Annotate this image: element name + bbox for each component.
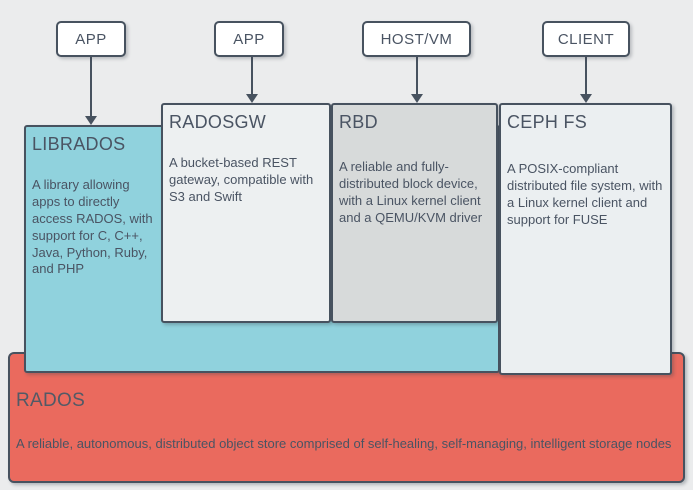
connector-client-to-cephfs [580,57,592,103]
connector-app2-to-radosgw [246,57,258,103]
arrowhead-down-icon [580,94,592,103]
rados-title: RADOS [16,390,86,411]
arrowhead-down-icon [246,94,258,103]
node-app-2: APP [214,21,284,57]
cephfs-box: CEPH FS A POSIX-compliant distributed fi… [499,103,672,375]
cephfs-title: CEPH FS [507,112,588,132]
connector-line [416,57,418,95]
node-client: CLIENT [542,21,630,57]
rbd-description: A reliable and fully-distributed block d… [339,159,483,225]
radosgw-title: RADOSGW [169,112,267,132]
arrowhead-down-icon [85,116,97,125]
librados-description: A library allowing apps to directly acce… [32,177,153,277]
node-app-1: APP [56,21,126,57]
radosgw-box: RADOSGW A bucket-based REST gateway, com… [161,103,331,323]
connector-app1-to-librados [85,57,97,125]
connector-line [585,57,587,95]
node-app-1-label: APP [75,30,107,48]
node-host-vm: HOST/VM [362,21,471,57]
node-host-vm-label: HOST/VM [380,30,453,48]
rbd-title: RBD [339,112,378,132]
node-client-label: CLIENT [557,30,615,48]
node-app-2-label: APP [233,30,265,48]
radosgw-description: A bucket-based REST gateway, compatible … [169,155,314,204]
rados-description: A reliable, autonomous, distributed obje… [16,436,672,451]
arrowhead-down-icon [411,94,423,103]
librados-title: LIBRADOS [32,134,126,154]
cephfs-description: A POSIX-compliant distributed file syste… [507,161,663,227]
connector-hostvm-to-rbd [411,57,423,103]
rbd-box: RBD A reliable and fully-distributed blo… [331,103,498,323]
connector-line [90,57,92,117]
connector-line [251,57,253,95]
